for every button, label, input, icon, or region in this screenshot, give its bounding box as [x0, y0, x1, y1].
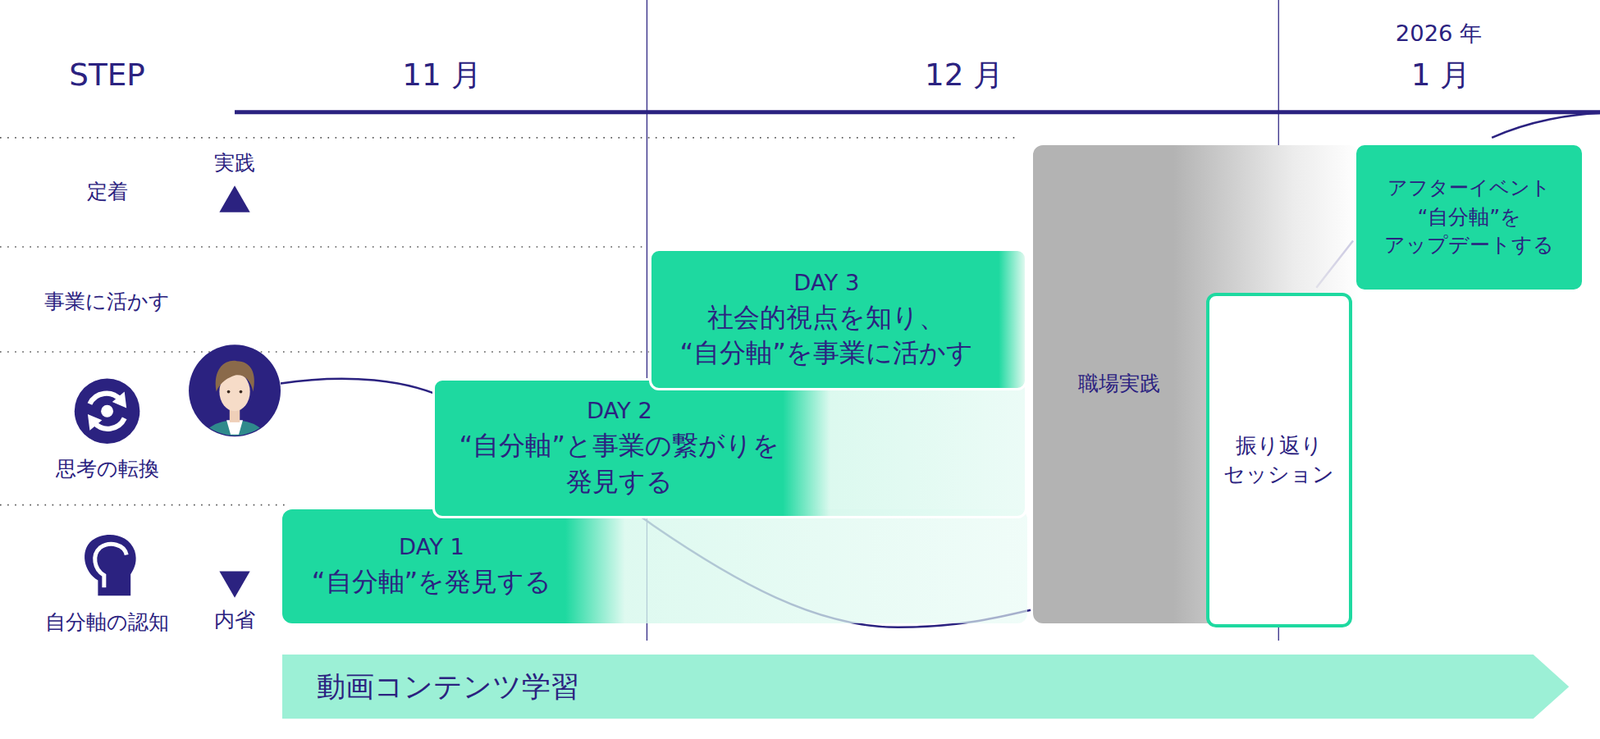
video-learning-band: 動画コンテンツ学習 [282, 654, 1569, 719]
program-day: DAY 3社会的視点を知り、 “自分軸”を事業に活かす [649, 248, 1028, 391]
text-area: アフターイベント“自分軸”を アップデートする [1366, 145, 1572, 291]
text-area: 動画コンテンツ学習 [316, 654, 580, 719]
box-text: “自分軸”と事業の繋がりを 発見する [425, 428, 814, 500]
growth-curve [1491, 113, 1600, 138]
step-label: 定着 [86, 179, 128, 205]
growth-curve [280, 379, 1031, 628]
after-event: アフターイベント“自分軸”を アップデートする [1356, 145, 1582, 291]
review-session: 振り返り セッション [1206, 292, 1353, 628]
text-area: 振り返り セッション [1215, 296, 1343, 625]
avatar [188, 344, 281, 462]
header-label: 1 月 [1411, 55, 1472, 93]
timeline-axis [234, 109, 1600, 115]
head-icon [84, 534, 137, 596]
step-label: 自分軸の認知 [45, 610, 170, 636]
box-text: 振り返り セッション [1215, 431, 1343, 490]
box-heading: DAY 1 [398, 532, 465, 563]
header-label: STEP [68, 55, 146, 93]
header-label: 11 月 [402, 55, 481, 93]
text-area: 職場実践 [1033, 145, 1207, 624]
program-day: DAY 2“自分軸”と事業の繋がりを 発見する [432, 378, 1028, 518]
box-text: 社会的視点を知り、 “自分軸”を事業に活かす [658, 300, 995, 372]
cycle-icon [74, 378, 141, 444]
program-day: DAY 1“自分軸”を発見する [282, 509, 1028, 624]
arrow-head [219, 571, 250, 598]
axis-label: 実践 [214, 150, 256, 176]
box-text: “自分軸”を アップデートする [1366, 203, 1572, 259]
box-heading: DAY 2 [586, 396, 653, 427]
box-heading: アフターイベント [1387, 175, 1551, 202]
box-heading: DAY 3 [793, 268, 860, 299]
text-area: DAY 3社会的視点を知り、 “自分軸”を事業に活かす [658, 251, 995, 389]
header-label: 2026 年 [1395, 20, 1482, 48]
box-text: 職場実践 [1078, 370, 1161, 398]
text-area: DAY 1“自分軸”を発見する [278, 509, 586, 624]
step-label: 事業に活かす [44, 289, 170, 315]
arrow-head [219, 185, 250, 212]
box-text: “自分軸”を発見する [311, 564, 553, 601]
box-text: 動画コンテンツ学習 [316, 667, 580, 707]
step-label: 思考の転換 [55, 457, 160, 482]
text-area: DAY 2“自分軸”と事業の繋がりを 発見する [425, 380, 814, 516]
axis-label: 内省 [214, 608, 256, 633]
header-label: 12 月 [924, 55, 1004, 93]
